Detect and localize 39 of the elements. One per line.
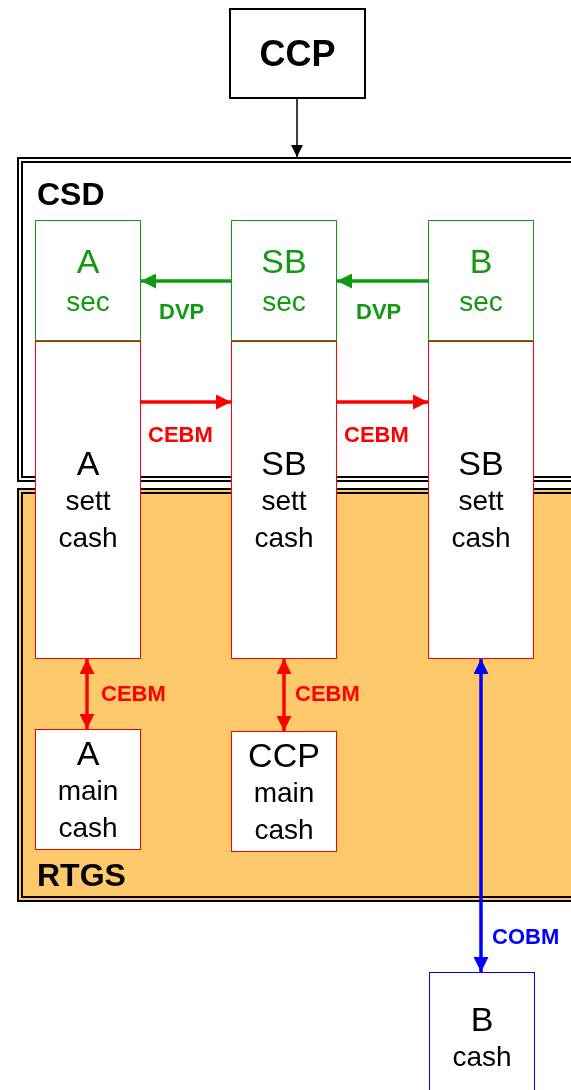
account-box — [231, 731, 337, 852]
arrow — [141, 394, 231, 410]
container-title: RTGS — [37, 858, 126, 892]
account-box — [35, 220, 141, 341]
arrow — [337, 394, 428, 410]
double-arrow — [79, 659, 95, 729]
process-box — [229, 8, 366, 99]
box-text: SB — [261, 240, 307, 282]
box-text: sett cash — [450, 484, 512, 555]
box-text: B — [470, 999, 494, 1038]
double-arrow — [473, 659, 489, 972]
box-text: CCP — [259, 32, 336, 75]
box-text: A — [76, 444, 100, 482]
box-text: B — [469, 240, 493, 282]
box-text: sett cash — [57, 484, 119, 555]
account-box — [231, 220, 337, 341]
arrow — [291, 98, 303, 158]
box-text: A — [76, 240, 100, 282]
arrow — [337, 273, 428, 289]
account-box — [231, 341, 337, 659]
account-box — [35, 729, 141, 850]
container-title: CSD — [37, 177, 105, 211]
box-text: sett cash — [253, 484, 315, 555]
box-text: CCP — [248, 735, 320, 774]
account-box — [428, 341, 534, 659]
account-box — [429, 972, 535, 1090]
box-text: sec — [262, 284, 306, 319]
box-text: A — [76, 733, 100, 772]
box-text: SB — [261, 444, 307, 482]
account-box — [35, 341, 141, 659]
double-arrow — [276, 659, 292, 731]
box-text: main cash — [252, 775, 316, 847]
box-text: sec — [66, 284, 110, 319]
account-box — [428, 220, 534, 341]
box-text: sec — [459, 284, 503, 319]
box-text: SB — [458, 444, 504, 482]
arrow — [141, 273, 231, 289]
box-text: main cash — [56, 773, 120, 845]
box-text: cash — [452, 1039, 512, 1074]
